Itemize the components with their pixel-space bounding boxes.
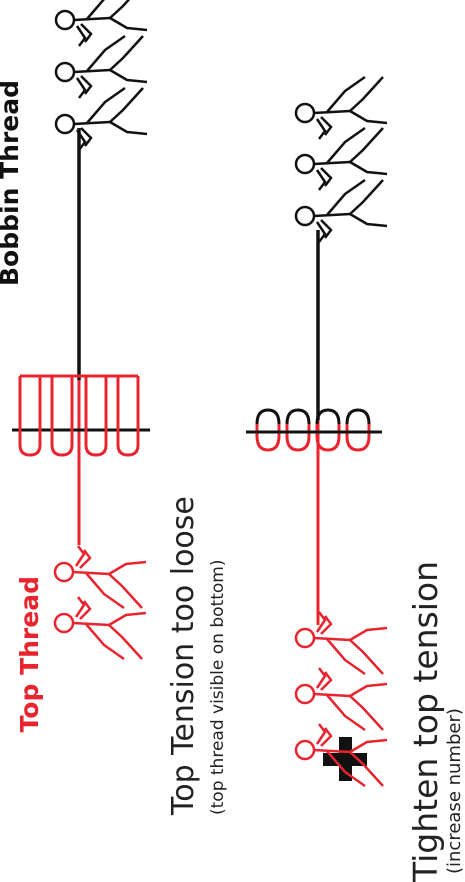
top-thread-label: Top Thread (15, 576, 44, 732)
stick-figure-icon (294, 178, 389, 244)
plus-icon (323, 737, 367, 781)
tight-tension-diagram (246, 230, 382, 625)
fix-note: (increase number) (444, 708, 465, 874)
loose-tension-diagram (12, 128, 150, 545)
problem-note: (top thread visible on bottom) (208, 560, 228, 815)
fix-title: Tighten top tension (406, 561, 445, 882)
stick-figure-icon (294, 666, 389, 732)
stick-figure-icon (54, 0, 149, 48)
stick-figure-icon (53, 544, 148, 610)
stick-figure-icon (294, 75, 389, 141)
stick-figure-icon (53, 595, 148, 661)
stick-figure-icon (54, 34, 149, 100)
problem-title: Top Tension too loose (166, 496, 201, 816)
stick-figure-icon (294, 610, 389, 676)
bobbin-thread-label: Bobbin Thread (0, 80, 24, 286)
stick-figure-icon (294, 126, 389, 192)
stick-figure-icon (54, 86, 149, 152)
